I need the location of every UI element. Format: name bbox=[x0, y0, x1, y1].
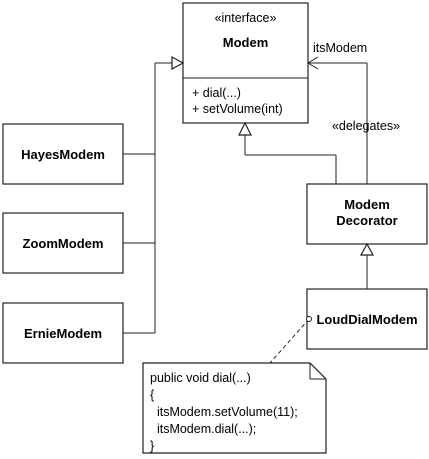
ernie-modem-class[interactable]: ErnieModem bbox=[2, 302, 124, 364]
modem-decorator-class[interactable]: Modem Decorator bbox=[306, 183, 428, 245]
note-line-4: itsModem.dial(...); bbox=[150, 422, 256, 436]
generalization-arrowhead-icon bbox=[171, 55, 185, 71]
decorator-generalization bbox=[238, 121, 337, 184]
delegates-label: «delegates» bbox=[332, 119, 400, 133]
its-modem-association: itsModem «delegates» bbox=[307, 41, 400, 184]
loud-dial-arrowhead-icon bbox=[359, 242, 375, 256]
zoom-modem-name: ZoomModem bbox=[23, 236, 104, 251]
zoom-modem-class[interactable]: ZoomModem bbox=[2, 212, 124, 274]
implementation-connectors bbox=[123, 55, 185, 334]
interface-stereotype: «interface» bbox=[215, 11, 277, 25]
loud-dial-modem-box bbox=[306, 288, 428, 350]
operation-set-volume: + setVolume(int) bbox=[192, 102, 283, 116]
modem-class-name: Modem bbox=[223, 35, 269, 50]
loud-dial-modem-class[interactable]: LoudDialModem bbox=[306, 288, 428, 350]
modem-interface-box bbox=[182, 2, 309, 124]
modem-decorator-box bbox=[306, 183, 428, 245]
decorator-name-line2: Decorator bbox=[336, 213, 397, 228]
zoom-modem-box bbox=[2, 212, 124, 274]
ernie-modem-name: ErnieModem bbox=[24, 326, 102, 341]
note-box bbox=[142, 362, 327, 454]
note-anchor-icon bbox=[306, 316, 312, 322]
its-modem-label: itsModem bbox=[313, 41, 367, 55]
note-anchor-line bbox=[269, 318, 310, 364]
loud-dial-generalization bbox=[359, 242, 375, 289]
note-line-1: public void dial(...) bbox=[150, 371, 251, 385]
note-line-2: { bbox=[150, 388, 154, 402]
decorator-generalization-arrowhead-icon bbox=[238, 121, 252, 136]
note-line-3: itsModem.setVolume(11); bbox=[150, 405, 298, 419]
association-arrowhead-icon bbox=[307, 56, 319, 70]
decorator-name-line1: Modem bbox=[344, 197, 390, 212]
hayes-modem-box bbox=[2, 123, 124, 185]
loud-dial-modem-name: LoudDialModem bbox=[316, 312, 417, 327]
note-line-5: } bbox=[150, 439, 154, 453]
code-note: public void dial(...) { itsModem.setVolu… bbox=[142, 316, 327, 454]
modem-interface-class[interactable]: «interface» Modem + dial(...) + setVolum… bbox=[182, 2, 309, 124]
note-folded-corner-icon bbox=[309, 363, 326, 380]
operation-dial: + dial(...) bbox=[192, 86, 241, 100]
hayes-modem-class[interactable]: HayesModem bbox=[2, 123, 124, 185]
hayes-modem-name: HayesModem bbox=[21, 147, 105, 162]
